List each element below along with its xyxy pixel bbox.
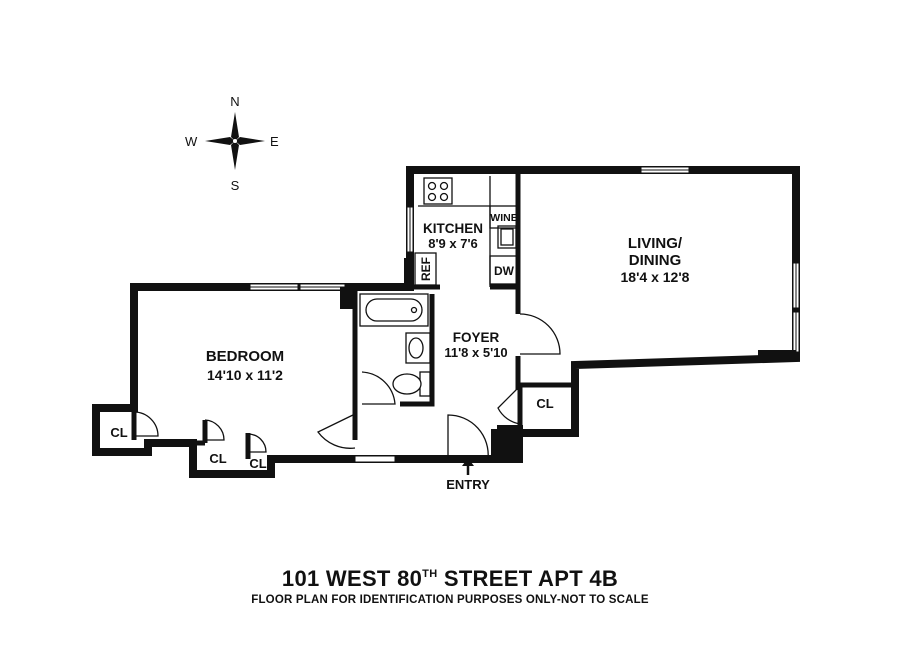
compass-star-icon	[205, 112, 265, 170]
compass-east-label: E	[270, 134, 279, 149]
living-name-line2: DINING	[629, 252, 682, 269]
bathtub-icon	[359, 293, 429, 327]
plan-title: 101 WEST 80TH STREET APT 4B	[0, 566, 900, 592]
living-name-line1: LIVING/	[628, 235, 683, 252]
title-part-2: STREET APT 4B	[437, 566, 619, 591]
structural-column	[404, 258, 412, 288]
structural-column	[497, 425, 523, 463]
windows	[249, 166, 800, 463]
title-superscript: TH	[422, 568, 438, 580]
plan-title-block: 101 WEST 80TH STREET APT 4B FLOOR PLAN F…	[0, 566, 900, 606]
foyer-dims: 11'8 x 5'10	[444, 345, 507, 360]
bath-sink-icon	[405, 332, 431, 364]
compass-north-label: N	[230, 94, 239, 109]
stove-icon	[423, 177, 453, 205]
bedroom-dims: 14'10 x 11'2	[207, 367, 283, 383]
compass-rose: N S E W	[185, 94, 279, 193]
wine-label: WINE	[490, 212, 517, 224]
living-dims: 18'4 x 12'8	[621, 269, 690, 285]
refrigerator-icon	[414, 252, 437, 286]
kitchen-dims: 8'9 x 7'6	[428, 236, 478, 251]
kitchen-name: KITCHEN	[423, 221, 483, 236]
compass-west-label: W	[185, 134, 198, 149]
entry-label: ENTRY	[446, 477, 490, 492]
plan-subtitle: FLOOR PLAN FOR IDENTIFICATION PURPOSES O…	[251, 594, 649, 606]
doors	[133, 313, 561, 460]
kitchen-sink-icon	[497, 225, 517, 249]
compass-south-label: S	[231, 178, 240, 193]
dishwasher-label: DW	[494, 264, 515, 278]
structural-column	[758, 350, 796, 362]
fixtures	[359, 176, 519, 397]
structural-column	[340, 287, 354, 309]
closet-label: CL	[536, 396, 553, 411]
closet-label: CL	[209, 451, 226, 466]
toilet-icon	[392, 371, 431, 397]
interior-walls	[131, 172, 575, 459]
entry-arrow-icon	[462, 458, 474, 475]
refrigerator-label: REF	[419, 257, 433, 281]
exterior-walls	[92, 166, 800, 478]
foyer-name: FOYER	[453, 330, 500, 345]
bedroom-name: BEDROOM	[206, 348, 284, 365]
title-part-1: 101 WEST 80	[281, 566, 423, 591]
closet-label: CL	[110, 425, 127, 440]
closet-label: CL	[249, 456, 266, 471]
